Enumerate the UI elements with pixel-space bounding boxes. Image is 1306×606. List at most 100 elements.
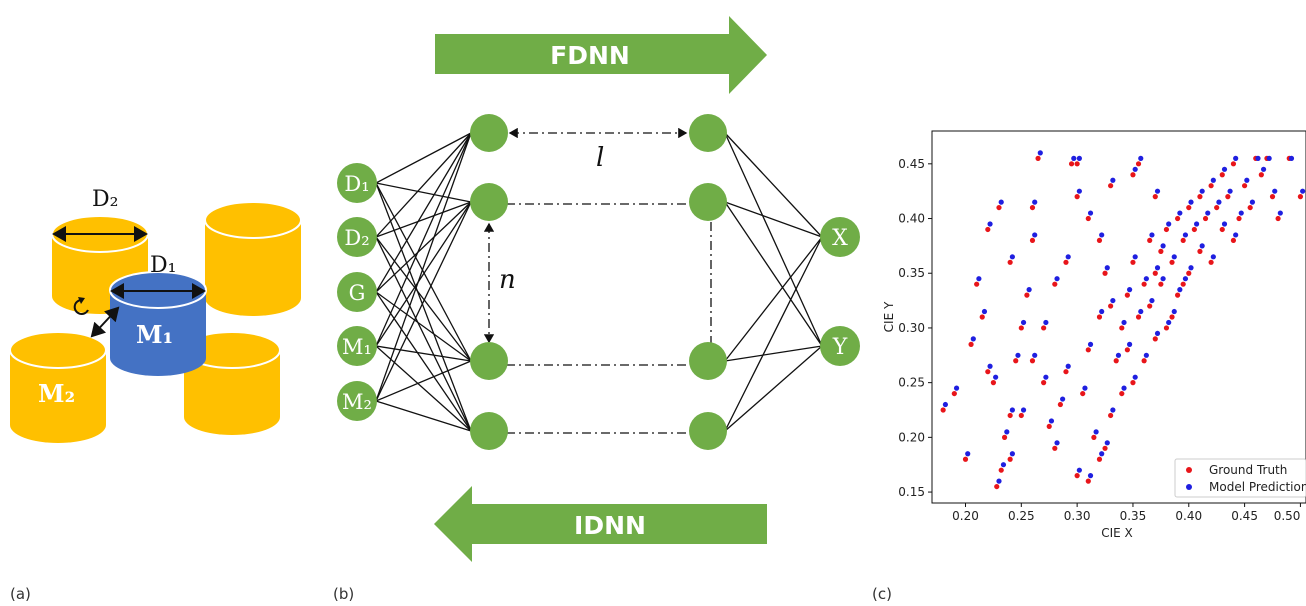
model-prediction-point [1238,210,1244,216]
model-prediction-point [1272,188,1278,194]
ground-truth-point [985,226,991,233]
model-prediction-point [1188,199,1194,205]
y-axis-label: CIE Y [882,301,896,332]
ground-truth-point [1186,270,1192,276]
ground-truth-point [974,281,980,287]
model-prediction-point [1082,385,1088,391]
model-prediction-point [1115,352,1122,358]
model-prediction-point [993,374,999,380]
model-prediction-point [1277,210,1283,216]
input-label-g: G [349,281,366,305]
x-tick-label: 0.20 [952,509,979,523]
ground-truth-point [1001,434,1008,440]
ground-truth-point [1275,215,1281,222]
legend: Ground Truth Model Prediction [1174,458,1306,498]
hidden-node [689,183,727,221]
ground-truth-point [1108,412,1114,419]
ground-truth-point [1029,204,1036,211]
ground-truth-point [1258,172,1264,178]
model-prediction-point [1149,232,1155,238]
model-prediction-point [1009,451,1015,457]
model-prediction-point [1221,221,1228,227]
model-prediction-point [1154,265,1161,271]
ground-truth-point [1130,380,1136,386]
model-prediction-point [1300,188,1306,194]
ground-truth-point [996,204,1002,211]
model-prediction-point [1188,265,1194,271]
model-prediction-point [1160,243,1166,249]
model-prediction-point [1216,199,1222,205]
ground-truth-point [1241,183,1248,189]
model-prediction-point [1193,221,1200,227]
ground-truth-point [1202,215,1209,222]
model-prediction-point [1065,363,1071,369]
model-prediction-point [1043,374,1049,380]
ground-truth-point [1074,473,1080,479]
ground-truth-point [1035,155,1041,161]
panel-b-diagram: FDNN IDNN l [337,16,860,562]
ground-truth-point [1102,270,1108,276]
ground-truth-point [1007,259,1013,265]
x-tick-label: 0.25 [1008,509,1035,523]
model-prediction-point [1149,297,1155,304]
model-prediction-point [1020,407,1027,413]
gap-arrow [90,306,120,338]
ground-truth-point [1024,292,1030,298]
model-prediction-point [1132,254,1138,260]
ground-truth-point [1175,292,1181,298]
cylinder-front-right [183,331,281,435]
model-prediction-point [1143,352,1149,358]
ground-truth-point [1018,412,1024,419]
hidden-layer-links [483,127,712,434]
ground-truth-point [1269,194,1276,200]
model-prediction-point [1032,352,1038,358]
ground-truth-point [990,380,997,386]
ground-truth-point [1041,325,1047,331]
ground-truth-point [1163,226,1170,233]
output-label-y: Y [832,335,848,360]
model-prediction-point [1182,232,1189,238]
ground-truth-point [1147,237,1153,244]
model-prediction-point [1076,188,1082,194]
model-prediction-point [1210,177,1216,183]
model-prediction-point [1032,199,1038,205]
model-prediction-point [953,385,960,391]
model-prediction-point [996,478,1002,484]
model-prediction-point [1048,418,1055,424]
ground-truth-point [1029,358,1036,364]
model-prediction-point [1177,287,1183,293]
ground-truth-point [1152,270,1158,276]
hidden-node [470,342,508,380]
model-prediction-point [998,199,1004,205]
ground-truth-point [1135,314,1142,320]
y-tick-label: 0.15 [898,485,925,499]
model-prediction-point [1205,210,1211,216]
model-prediction-point [1009,407,1015,413]
ground-truth-point [1147,303,1153,309]
cylinder-back-right [204,201,302,316]
model-prediction-point [1143,276,1149,282]
ground-truth-point [985,369,991,375]
model-prediction-point [1104,440,1110,446]
ground-truth-point [979,314,985,320]
y-tick-label: 0.35 [898,266,925,280]
legend-marker-model-prediction [1186,484,1192,490]
ground-truth-point [1052,445,1058,451]
hidden-nodes [470,114,727,450]
hidden-node [470,114,508,152]
y-tick-label: 0.40 [898,212,925,226]
m1-label: M₁ [136,320,173,349]
model-prediction-point [1087,341,1094,347]
ground-truth-point [1230,161,1237,167]
idnn-arrow: IDNN [434,486,767,562]
model-prediction-point [1127,287,1133,293]
model-prediction-point [1060,396,1066,402]
ground-truth-point [1096,456,1103,462]
x-tick-label: 0.30 [1064,509,1091,523]
model-prediction-point [1154,330,1161,337]
ground-truth-point [1135,161,1142,167]
ground-truth-point [1152,194,1158,200]
y-tick-label: 0.45 [898,157,925,171]
model-prediction-point [1266,155,1272,161]
